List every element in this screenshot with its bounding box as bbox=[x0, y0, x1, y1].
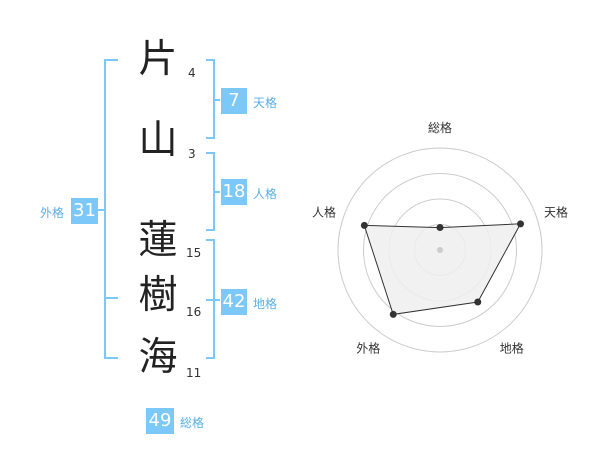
radar-point-3 bbox=[474, 298, 482, 306]
stroke-count-2: 3 bbox=[188, 147, 196, 161]
stroke-count-4: 16 bbox=[186, 305, 202, 319]
radar-axis-label-5: 人格 bbox=[312, 204, 336, 219]
soukaku-label: 総格 bbox=[180, 416, 205, 430]
chikaku-value: 42 bbox=[221, 289, 247, 315]
radar-center-dot bbox=[437, 247, 443, 253]
radar-axis-label-4: 外格 bbox=[356, 341, 380, 356]
gaikaku-value: 31 bbox=[71, 198, 98, 224]
name-char-4: 樹 bbox=[138, 273, 178, 318]
radar-axis-label-2: 天格 bbox=[544, 204, 568, 219]
radar-point-4 bbox=[389, 310, 397, 318]
jinkaku-label: 人格 bbox=[253, 187, 278, 201]
gaikaku-label: 外格 bbox=[40, 206, 65, 220]
radar-ring-4 bbox=[337, 147, 543, 353]
stroke-count-1: 4 bbox=[188, 66, 196, 80]
name-char-5: 海 bbox=[138, 335, 178, 380]
tenkaku-label: 天格 bbox=[253, 96, 278, 110]
radar-points bbox=[360, 220, 525, 318]
radar-area bbox=[363, 223, 522, 315]
stroke-count-5: 11 bbox=[186, 366, 202, 380]
radar-point-1 bbox=[436, 224, 444, 232]
jinkaku-value: 18 bbox=[221, 179, 247, 205]
radar-point-2 bbox=[517, 220, 525, 228]
name-char-3: 蓮 bbox=[138, 218, 178, 263]
soukaku-value: 49 bbox=[146, 408, 174, 434]
stroke-count-3: 15 bbox=[186, 246, 202, 260]
radar-ring-3 bbox=[363, 173, 517, 327]
name-char-1: 片 bbox=[138, 37, 178, 82]
chikaku-label: 地格 bbox=[253, 297, 278, 311]
radar-axis-label-1: 総格 bbox=[428, 120, 452, 135]
tenkaku-value: 7 bbox=[221, 88, 247, 114]
radar-point-5 bbox=[360, 221, 368, 229]
radar-axis-label-3: 地格 bbox=[500, 341, 524, 356]
name-char-2: 山 bbox=[138, 118, 178, 163]
